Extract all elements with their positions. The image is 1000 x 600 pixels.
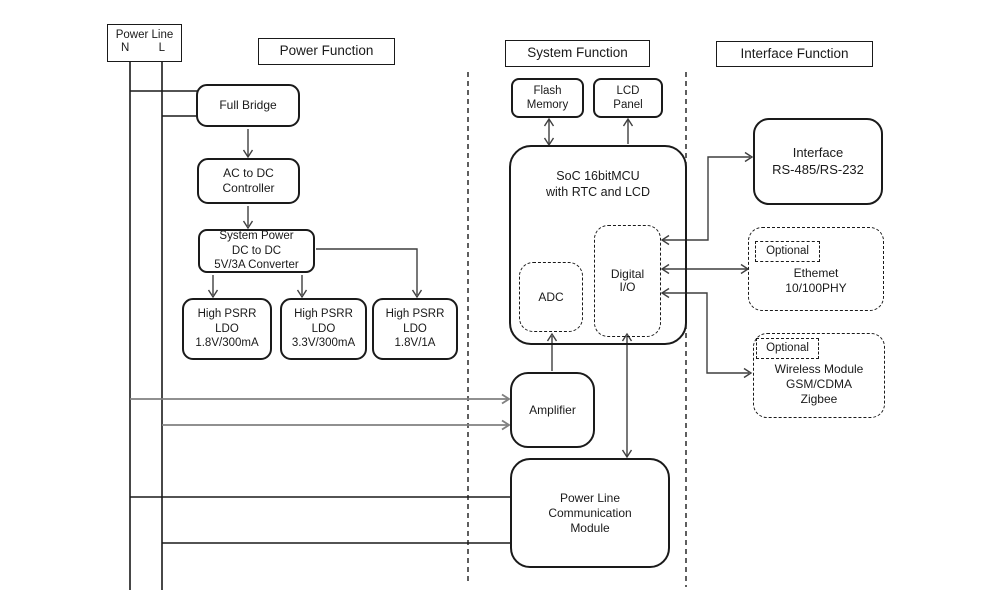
block-lcd-panel: LCD Panel	[593, 78, 663, 118]
block-system-power-converter-label: System Power DC to DC 5V/3A Converter	[214, 230, 299, 272]
block-ldo-1v8-300ma-label: High PSRR LDO 1.8V/300mA	[195, 308, 259, 350]
arrow-system-power-to-ldo3	[316, 248, 423, 299]
block-full-bridge-label: Full Bridge	[219, 98, 277, 112]
block-ldo-3v3-300ma-label: High PSRR LDO 3.3V/300mA	[291, 308, 356, 350]
block-ac-to-dc-controller: AC to DC Controller	[197, 158, 300, 204]
arrow-system-power-to-ldo1	[207, 275, 219, 299]
block-flash-memory-label: Flash Memory	[526, 84, 569, 111]
arrow-neutral-to-amplifier	[130, 393, 511, 405]
block-power-line: Power Line N L	[107, 24, 182, 62]
power-line-neutral-label: N	[121, 42, 130, 55]
section-title-system-function-label: System Function	[527, 45, 628, 61]
block-adc: ADC	[519, 262, 583, 332]
block-soc-mcu-label: SoC 16bitMCU with RTC and LCD	[546, 169, 650, 199]
block-flash-memory: Flash Memory	[511, 78, 584, 118]
block-amplifier: Amplifier	[510, 372, 595, 448]
arrow-acdc-to-system-power	[242, 206, 254, 230]
block-full-bridge: Full Bridge	[196, 84, 300, 127]
block-ldo-1v8-1a: High PSRR LDO 1.8V/1A	[372, 298, 458, 360]
block-ac-to-dc-controller-label: AC to DC Controller	[222, 166, 275, 195]
block-interface-rs485-rs232-label: Interface RS-485/RS-232	[772, 145, 864, 177]
block-ethernet-phy-label: Ethemet 10/100PHY	[785, 266, 847, 295]
arrow-plc-digital-io-bidir	[621, 332, 633, 459]
block-interface-rs485-rs232: Interface RS-485/RS-232	[753, 118, 883, 205]
section-title-power-function-label: Power Function	[279, 43, 374, 59]
arrow-system-power-to-ldo2	[296, 275, 308, 299]
badge-optional-ethernet: Optional	[755, 241, 820, 262]
block-ldo-3v3-300ma: High PSRR LDO 3.3V/300mA	[280, 298, 367, 360]
block-lcd-panel-label: LCD Panel	[613, 84, 643, 111]
arrow-soc-to-lcd	[622, 117, 634, 144]
arrow-flash-soc-bidir	[543, 117, 555, 147]
section-title-power-function: Power Function	[258, 38, 395, 65]
block-plc-module-label: Power Line Communication Module	[548, 490, 632, 535]
arrow-full-bridge-to-acdc	[242, 129, 254, 159]
badge-optional-wireless-label: Optional	[766, 342, 809, 355]
block-adc-label: ADC	[538, 289, 564, 304]
block-ldo-1v8-1a-label: High PSRR LDO 1.8V/1A	[385, 308, 445, 350]
power-line-title: Power Line	[115, 29, 174, 41]
arrow-amplifier-to-adc	[546, 332, 558, 371]
block-ethernet-phy: Ethemet 10/100PHY	[748, 227, 884, 311]
block-digital-io-label: Digital I/O	[610, 266, 645, 294]
block-system-power-converter: System Power DC to DC 5V/3A Converter	[198, 229, 315, 273]
block-amplifier-label: Amplifier	[529, 402, 576, 417]
block-soc-mcu: SoC 16bitMCU with RTC and LCD	[509, 145, 687, 345]
section-title-interface-function: Interface Function	[716, 41, 873, 67]
arrow-live-to-amplifier	[162, 419, 511, 431]
badge-optional-ethernet-label: Optional	[766, 245, 809, 258]
arrow-digital-io-wireless-bidir	[660, 287, 753, 379]
badge-optional-wireless: Optional	[756, 338, 819, 359]
block-digital-io: Digital I/O	[594, 225, 661, 337]
section-title-system-function: System Function	[505, 40, 650, 67]
block-wireless-module-label: Wireless Module GSM/CDMA Zigbee	[774, 362, 864, 406]
block-ldo-1v8-300ma: High PSRR LDO 1.8V/300mA	[182, 298, 272, 360]
power-line-live-label: L	[158, 42, 165, 55]
block-plc-module: Power Line Communication Module	[510, 458, 670, 568]
section-title-interface-function-label: Interface Function	[740, 45, 849, 61]
block-wireless-module: Wireless Module GSM/CDMA Zigbee	[753, 333, 885, 418]
